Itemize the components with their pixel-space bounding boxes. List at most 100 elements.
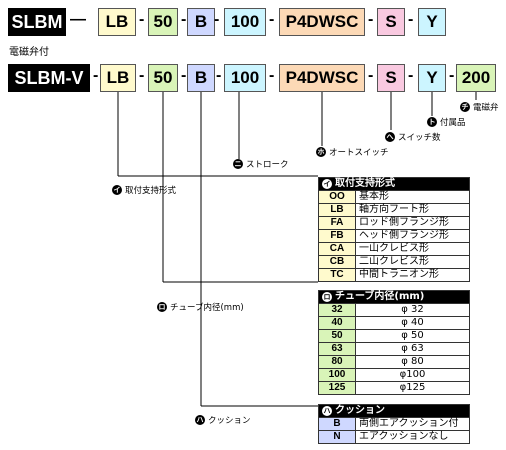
separator: -: [269, 11, 275, 28]
mount-badge-icon: イ: [322, 179, 332, 189]
row-desc: φ 63: [355, 342, 470, 356]
separator: -: [368, 11, 374, 28]
table-header: ハクッション: [318, 404, 470, 418]
accessory-code: Y: [418, 8, 446, 36]
stroke-badge-icon: ニ: [233, 159, 243, 169]
separator: -: [408, 67, 414, 84]
row-code: 50: [318, 329, 356, 343]
row-desc: φ125: [355, 381, 470, 395]
row-desc: 基本形: [355, 190, 470, 204]
stroke-note-text: ストローク: [246, 160, 289, 170]
cushion-note: ハ クッション: [195, 414, 251, 426]
valve-code: 200: [456, 64, 496, 92]
row-code: 125: [318, 381, 356, 395]
accessory-note: ト 付属品: [427, 116, 466, 128]
valve-note-text: 電磁弁: [473, 103, 499, 113]
valve-note: チ 電磁弁: [460, 101, 499, 113]
separator: -: [93, 67, 99, 84]
separator: -: [408, 11, 414, 28]
model-code: SLBM: [8, 8, 66, 36]
cushion-code-valve: B: [187, 64, 215, 92]
row-code: FB: [318, 229, 356, 243]
stroke-code: 100: [224, 8, 266, 36]
row-code: FA: [318, 216, 356, 230]
switch-code: P4DWSC: [279, 8, 365, 36]
row-code: 40: [318, 316, 356, 330]
table-header-text: クッション: [335, 405, 385, 416]
row-desc: φ 50: [355, 329, 470, 343]
row-desc: φ 32: [355, 303, 470, 317]
row-desc: 中間トラニオン形: [355, 268, 470, 282]
stroke-note: ニ ストローク: [233, 158, 289, 170]
switch-code-valve: P4DWSC: [279, 64, 365, 92]
table-header-text: チューブ内径(mm): [335, 291, 425, 302]
bore-code-valve: 50: [148, 64, 178, 92]
bore-note: ロ チューブ内径(mm): [157, 301, 244, 313]
row-code: LB: [318, 203, 356, 217]
separator: -: [368, 67, 374, 84]
stroke-code-valve: 100: [224, 64, 266, 92]
switch-note: ホ オートスイッチ: [316, 146, 389, 158]
qty-code: S: [377, 8, 405, 36]
separator: —: [70, 11, 86, 28]
table-header-text: 取付支持形式: [335, 178, 395, 189]
row-code: 80: [318, 355, 356, 369]
row-desc: 二山クレビス形: [355, 255, 470, 269]
qty-badge-icon: へ: [385, 132, 395, 142]
separator: -: [214, 11, 220, 28]
bore-note-text: チューブ内径(mm): [170, 303, 244, 313]
separator: -: [269, 67, 275, 84]
mount-badge-icon: イ: [112, 185, 122, 195]
accessory-note-text: 付属品: [440, 118, 466, 128]
separator: -: [139, 11, 145, 28]
separator: -: [216, 67, 222, 84]
row-code: CA: [318, 242, 356, 256]
row-code: CB: [318, 255, 356, 269]
row-desc: 一山クレビス形: [355, 242, 470, 256]
accessory-code-valve: Y: [418, 64, 446, 92]
mount-code-valve: LB: [100, 64, 136, 92]
qty-note: へ スイッチ数: [385, 131, 441, 143]
mount-note: イ 取付支持形式: [112, 184, 176, 196]
separator: -: [449, 67, 455, 84]
cushion-note-text: クッション: [208, 416, 251, 426]
valve-option-label: 電磁弁付: [9, 47, 49, 58]
table-header: イ取付支持形式: [318, 177, 470, 191]
qty-code-valve: S: [377, 64, 405, 92]
row-code: 63: [318, 342, 356, 356]
model-code-valve: SLBM-V: [8, 64, 90, 92]
separator: -: [139, 67, 145, 84]
row-code: 100: [318, 368, 356, 382]
mount-code: LB: [98, 8, 136, 36]
accessory-badge-icon: ト: [427, 117, 437, 127]
row-desc: 両側エアクッション付: [355, 417, 470, 431]
row-desc: エアクッションなし: [355, 430, 470, 444]
row-code: OO: [318, 190, 356, 204]
row-code: 32: [318, 303, 356, 317]
row-code: TC: [318, 268, 356, 282]
cushion-code: B: [187, 8, 215, 36]
mount-note-text: 取付支持形式: [125, 186, 177, 196]
separator: -: [181, 67, 187, 84]
row-desc: φ 80: [355, 355, 470, 369]
bore-badge-icon: ロ: [322, 292, 332, 302]
row-desc: ヘッド側フランジ形: [355, 229, 470, 243]
row-code: B: [318, 417, 356, 431]
switch-note-text: オートスイッチ: [329, 148, 389, 158]
row-desc: φ100: [355, 368, 470, 382]
